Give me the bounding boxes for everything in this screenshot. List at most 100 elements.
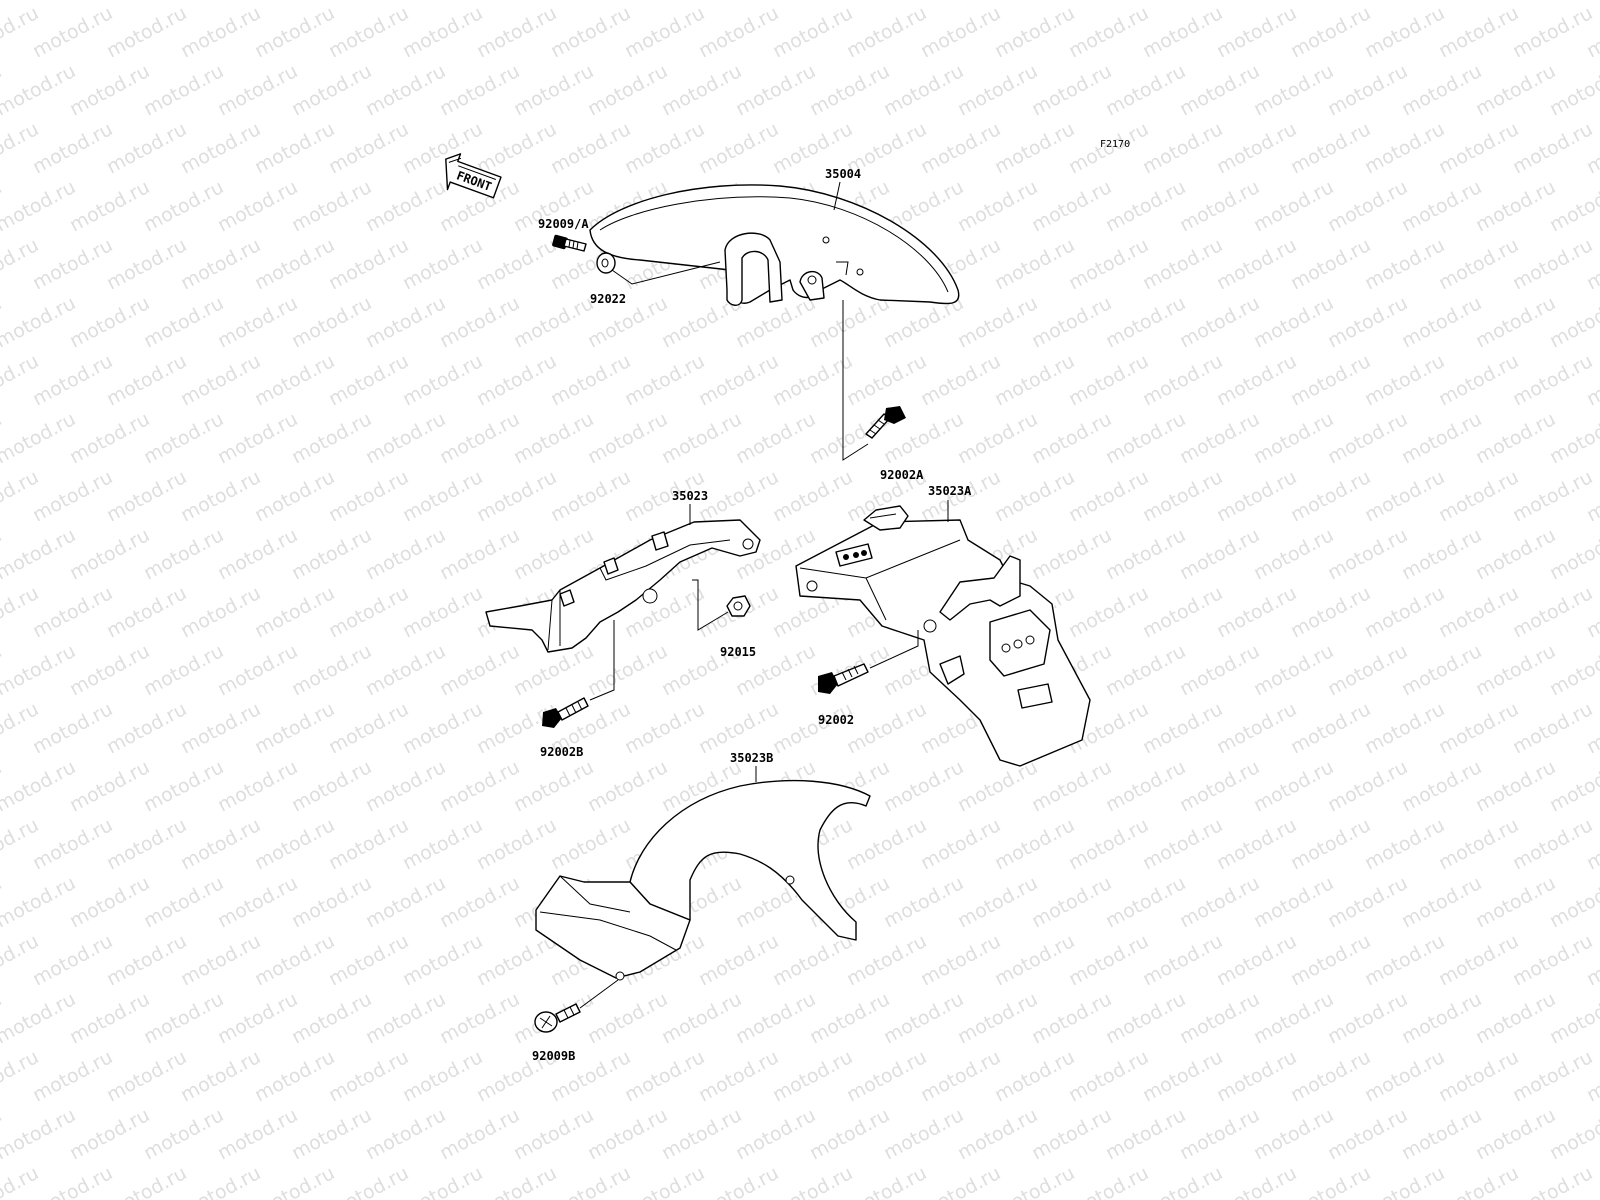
watermark-text: motod.ru (954, 1104, 1041, 1164)
watermark-text: motod.ru (695, 118, 782, 178)
watermark-text: motod.ru (0, 176, 79, 236)
watermark-text: motod.ru (251, 930, 338, 990)
watermark-text: motod.ru (954, 872, 1041, 932)
watermark-text: motod.ru (732, 1104, 819, 1164)
watermark-text: motod.ru (510, 756, 597, 816)
watermark-text: motod.ru (1213, 582, 1300, 642)
watermark-text: motod.ru (1324, 408, 1411, 468)
watermark-text: motod.ru (1176, 60, 1263, 120)
watermark-text: motod.ru (29, 814, 116, 874)
watermark-text: motod.ru (1435, 2, 1522, 62)
watermark-text: motod.ru (177, 466, 264, 526)
watermark-text: motod.ru (1361, 234, 1448, 294)
watermark-text: motod.ru (769, 2, 856, 62)
watermark-text: motod.ru (140, 524, 227, 584)
watermark-text: motod.ru (399, 466, 486, 526)
watermark-text: motod.ru (1361, 930, 1448, 990)
watermark-text: motod.ru (399, 698, 486, 758)
watermark-text: motod.ru (399, 350, 486, 410)
watermark-text: motod.ru (1250, 988, 1337, 1048)
watermark-text: motod.ru (1287, 814, 1374, 874)
watermark-text: motod.ru (547, 2, 634, 62)
watermark-text: motod.ru (954, 988, 1041, 1048)
watermark-text: motod.ru (177, 118, 264, 178)
watermark-text: motod.ru (880, 60, 967, 120)
watermark-text: motod.ru (1435, 118, 1522, 178)
watermark-text: motod.ru (1065, 930, 1152, 990)
watermark-text: motod.ru (288, 176, 375, 236)
washer-92022 (596, 252, 616, 274)
watermark-text: motod.ru (1546, 756, 1600, 816)
watermark-text: motod.ru (917, 814, 1004, 874)
watermark-text: motod.ru (0, 408, 79, 468)
watermark-text: motod.ru (399, 1162, 486, 1200)
label-92002: 92002 (818, 713, 854, 727)
watermark-text: motod.ru (991, 234, 1078, 294)
watermark-text: motod.ru (1287, 930, 1374, 990)
watermark-text: motod.ru (436, 0, 523, 4)
watermark-text: motod.ru (1398, 0, 1485, 4)
watermark-text: motod.ru (880, 988, 967, 1048)
watermark-text: motod.ru (1028, 0, 1115, 4)
watermark-text: motod.ru (1324, 1104, 1411, 1164)
watermark-text: motod.ru (214, 292, 301, 352)
watermark-text: motod.ru (1435, 1046, 1522, 1106)
label-35023b: 35023B (730, 751, 773, 765)
watermark-text: motod.ru (1435, 582, 1522, 642)
watermark-text: motod.ru (0, 988, 79, 1048)
watermark-text: motod.ru (1398, 60, 1485, 120)
leader-92002b (589, 620, 615, 701)
watermark-text: motod.ru (1213, 466, 1300, 526)
watermark-text: motod.ru (66, 176, 153, 236)
watermark-text: motod.ru (1065, 234, 1152, 294)
watermark-text: motod.ru (29, 582, 116, 642)
watermark-text: motod.ru (1435, 698, 1522, 758)
watermark-text: motod.ru (510, 0, 597, 4)
watermark-text: motod.ru (214, 1104, 301, 1164)
watermark-text: motod.ru (991, 1046, 1078, 1106)
watermark-text: motod.ru (251, 350, 338, 410)
watermark-text: motod.ru (140, 756, 227, 816)
watermark-text: motod.ru (695, 350, 782, 410)
watermark-text: motod.ru (1213, 814, 1300, 874)
watermark-text: motod.ru (1398, 292, 1485, 352)
watermark-text: motod.ru (843, 1162, 930, 1200)
watermark-text: motod.ru (1472, 60, 1559, 120)
watermark-text: motod.ru (0, 1162, 42, 1200)
watermark-text: motod.ru (1509, 1162, 1596, 1200)
watermark-text: motod.ru (140, 176, 227, 236)
watermark-text: motod.ru (1398, 176, 1485, 236)
watermark-text: motod.ru (362, 988, 449, 1048)
watermark-text: motod.ru (1065, 582, 1152, 642)
watermark-text: motod.ru (1213, 1046, 1300, 1106)
watermark-text: motod.ru (66, 524, 153, 584)
watermark-text: motod.ru (621, 1162, 708, 1200)
watermark-text: motod.ru (1546, 524, 1600, 584)
watermark-text: motod.ru (1324, 988, 1411, 1048)
watermark-text: motod.ru (695, 930, 782, 990)
watermark-text: motod.ru (991, 118, 1078, 178)
watermark-text: motod.ru (1435, 930, 1522, 990)
nut-92015 (726, 595, 751, 617)
watermark-text: motod.ru (1361, 466, 1448, 526)
watermark-text: motod.ru (1398, 988, 1485, 1048)
watermark-text: motod.ru (66, 408, 153, 468)
watermark-text: motod.ru (621, 350, 708, 410)
watermark-text: motod.ru (1361, 118, 1448, 178)
watermark-text: motod.ru (658, 60, 745, 120)
label-35023a: 35023A (928, 484, 972, 498)
watermark-text: motod.ru (1472, 756, 1559, 816)
watermark-text: motod.ru (1546, 60, 1600, 120)
watermark-text: motod.ru (1250, 756, 1337, 816)
watermark-text: motod.ru (1139, 582, 1226, 642)
watermark-text: motod.ru (288, 872, 375, 932)
watermark-text: motod.ru (769, 698, 856, 758)
watermark-text: motod.ru (1102, 60, 1189, 120)
label-92022: 92022 (590, 292, 626, 306)
watermark-text: motod.ru (880, 1104, 967, 1164)
watermark-text: motod.ru (29, 2, 116, 62)
watermark-text: motod.ru (880, 756, 967, 816)
watermark-text: motod.ru (1361, 1162, 1448, 1200)
watermark-text: motod.ru (0, 872, 79, 932)
watermark-text: motod.ru (1472, 524, 1559, 584)
